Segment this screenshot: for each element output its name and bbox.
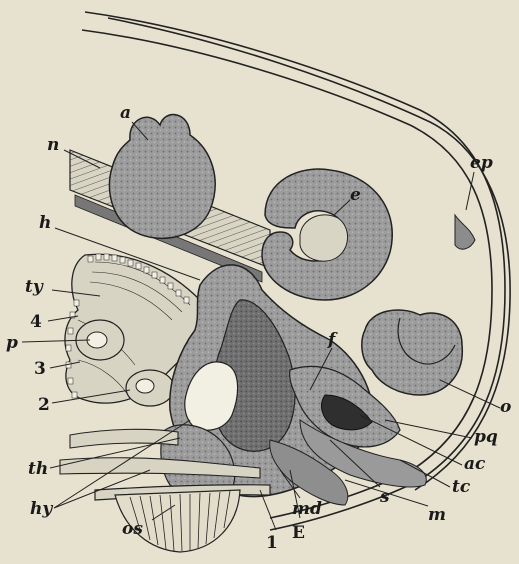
label-s: s: [379, 487, 390, 507]
eye-cavity: [300, 215, 348, 261]
label-th: th: [28, 459, 48, 479]
label-os: os: [122, 519, 143, 539]
label-ac: ac: [464, 454, 486, 474]
label-4: 4: [30, 312, 42, 332]
label-1: 1: [266, 533, 278, 553]
label-ty: ty: [25, 277, 44, 297]
label-a: a: [120, 103, 131, 123]
label-2: 2: [38, 395, 50, 415]
label-o: o: [500, 397, 511, 417]
label-hy: hy: [30, 499, 53, 519]
label-m: m: [428, 505, 446, 525]
label-tc: tc: [452, 477, 471, 497]
label-md: md: [292, 499, 322, 519]
label-n: n: [47, 135, 59, 155]
label-ep: ep: [470, 153, 493, 173]
label-h: h: [39, 213, 51, 233]
label-3: 3: [34, 359, 46, 379]
label-p: p: [6, 333, 18, 353]
label-pq: pq: [474, 427, 498, 447]
label-E: E: [292, 523, 305, 543]
label-e: e: [350, 185, 361, 205]
